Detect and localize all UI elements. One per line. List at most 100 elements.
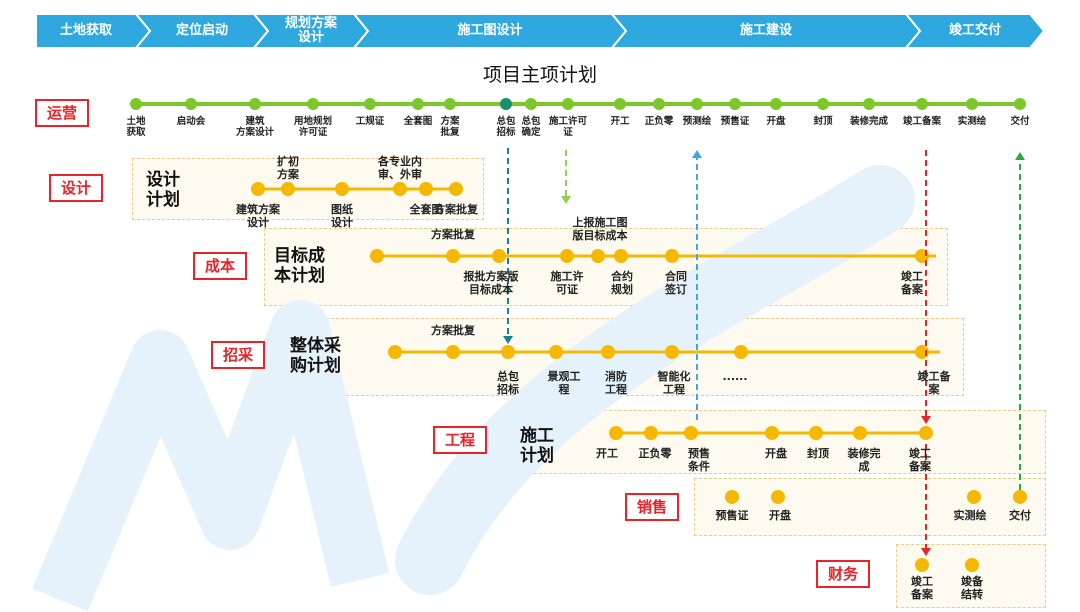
ops-milestone-label: 总包 确定	[521, 116, 541, 138]
design-label-below: 全套图	[409, 203, 443, 216]
ops-milestone-label: 正负零	[644, 116, 674, 127]
ops-milestone-dot	[1014, 98, 1026, 110]
ops-milestone-label: 开工	[610, 116, 630, 127]
cost-milestone-dot	[614, 249, 628, 263]
ops-milestone-label: 竣工备案	[902, 116, 942, 127]
ops-milestone-dot	[307, 98, 319, 110]
ops-milestone-dot	[817, 98, 829, 110]
dept-label-ops: 运营	[34, 99, 90, 127]
finance-milestone-dot	[915, 558, 929, 572]
eng-label: 正负零	[638, 447, 672, 460]
design-label-below: 建筑方案 设计	[236, 203, 280, 229]
cost-milestone-dot	[370, 249, 384, 263]
eng-label: 装修完 成	[847, 447, 881, 473]
ops-milestone-dot	[966, 98, 978, 110]
ops-milestone-label: 建筑 方案设计	[235, 116, 275, 138]
ops-milestone-dot	[562, 98, 574, 110]
procure-label-below: 总包 招标	[497, 370, 519, 396]
eng-milestone-dot	[765, 426, 779, 440]
sales-milestone-dot	[771, 490, 785, 504]
ops-milestone-dot	[653, 98, 665, 110]
procure-label-above: 方案批复	[431, 324, 475, 337]
ops-milestone-label: 交付	[1010, 116, 1030, 127]
procure-milestone-dot	[501, 345, 515, 359]
ops-milestone-label: 装修完成	[849, 116, 889, 127]
dept-label-sales: 销售	[624, 493, 680, 521]
finance-label: 竣备 结转	[961, 575, 983, 601]
eng-label: 竣工 备案	[909, 447, 931, 473]
dept-label-finance: 财务	[815, 560, 871, 588]
dept-label-design: 设计	[48, 174, 104, 202]
procure-label-below: 景观工 程	[547, 370, 581, 396]
dept-label-cost: 成本	[192, 252, 248, 280]
ops-milestone-dot	[863, 98, 875, 110]
ops-milestone-label: 施工许可 证	[548, 116, 588, 138]
eng-label: 封顶	[807, 447, 829, 460]
dept-label-procure: 招采	[210, 341, 266, 369]
ops-milestone-dot	[364, 98, 376, 110]
ops-milestone-label: 预售证	[720, 116, 750, 127]
eng-milestone-dot	[644, 426, 658, 440]
eng-label: 开盘	[765, 447, 787, 460]
finance-milestone-dot	[965, 558, 979, 572]
arrow-completion-to-finance-head	[921, 548, 931, 556]
ops-milestone-label: 封顶	[813, 116, 833, 127]
eng-milestone-dot	[809, 426, 823, 440]
ops-milestone-dot	[691, 98, 703, 110]
design-milestone-dot	[449, 182, 463, 196]
ops-milestone-label: 方案 批复	[440, 116, 460, 138]
finance-label: 竣工 备案	[911, 575, 933, 601]
ops-milestone-dot	[729, 98, 741, 110]
sales-label: 交付	[1009, 509, 1031, 522]
finance-plan-box	[896, 544, 1046, 608]
arrow-presale-condition-head	[692, 150, 702, 158]
sales-milestone-dot	[725, 490, 739, 504]
cost-milestone-dot	[665, 249, 679, 263]
arrow-total-contract-head	[503, 336, 513, 344]
procure-milestone-dot	[601, 345, 615, 359]
cost-plan-title: 目标成 本计划	[274, 246, 325, 286]
sales-milestone-dot	[967, 490, 981, 504]
procure-label-below: 竣工备 案	[917, 370, 951, 396]
cost-milestone-dot	[492, 249, 506, 263]
dept-label-eng: 工程	[432, 426, 488, 454]
design-milestone-dot	[335, 182, 349, 196]
ops-milestone-label: 全套图	[403, 116, 433, 127]
cost-milestone-dot	[560, 249, 574, 263]
phase-label: 施工图设计	[457, 23, 523, 38]
ops-milestone-dot	[444, 98, 456, 110]
ops-milestone-label: 开盘	[766, 116, 786, 127]
ops-milestone-dot	[500, 98, 512, 110]
ops-milestone-label: 土地 获取	[126, 116, 146, 138]
cost-label-below: 竣工 备案	[901, 270, 923, 296]
phase-label: 定位启动	[175, 23, 228, 38]
eng-label: 预售 条件	[688, 447, 710, 473]
ops-milestone-label: 总包 招标	[496, 116, 516, 138]
sales-label: 开盘	[769, 509, 791, 522]
cost-label-below: 报批方案版 目标成本	[463, 270, 519, 296]
design-milestone-dot	[419, 182, 433, 196]
arrow-completion-filing-head	[921, 416, 931, 424]
design-milestone-dot	[251, 182, 265, 196]
cost-milestone-dot	[591, 249, 605, 263]
ops-milestone-dot	[249, 98, 261, 110]
design-label-below: 图纸 设计	[331, 203, 353, 229]
cost-label-above: 方案批复	[431, 228, 475, 241]
cost-label-below: 合同 签订	[665, 270, 687, 296]
procure-milestone-dot	[734, 345, 748, 359]
design-label-above: 各专业内 审、外审	[378, 155, 422, 181]
cost-milestone-dot	[446, 249, 460, 263]
ops-milestone-label: 启动会	[176, 116, 206, 127]
procure-plan-title: 整体采 购计划	[290, 336, 341, 376]
ops-milestone-label: 用地规划 许可证	[293, 116, 333, 138]
eng-label: 开工	[596, 447, 618, 460]
procure-label-below: ......	[722, 370, 748, 383]
design-label-above: 扩初 方案	[277, 155, 299, 181]
design-milestone-dot	[393, 182, 407, 196]
procure-milestone-dot	[388, 345, 402, 359]
ops-milestone-dot	[412, 98, 424, 110]
eng-milestone-dot	[919, 426, 933, 440]
ops-milestone-dot	[185, 98, 197, 110]
